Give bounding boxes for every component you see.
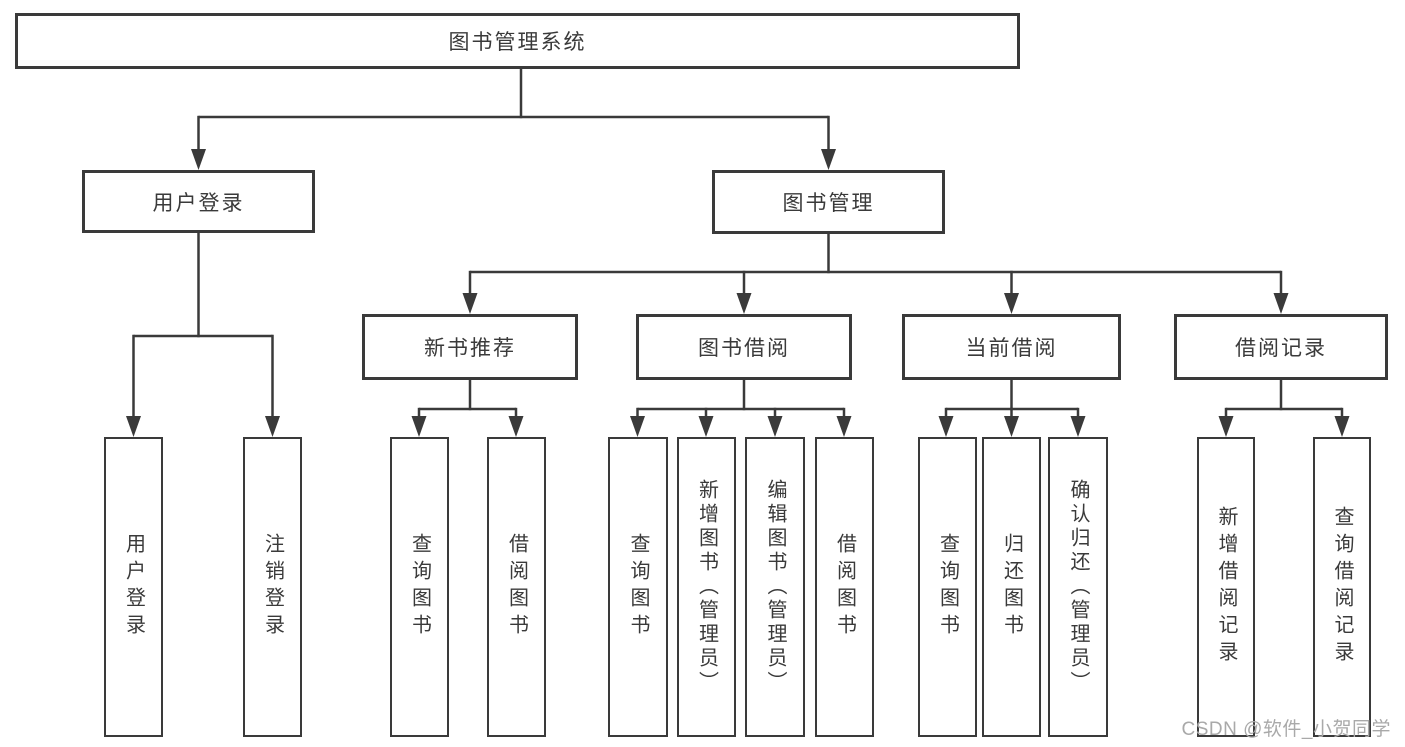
watermark: CSDN @软件_小贺同学 — [1181, 719, 1391, 740]
node-user-login: 用户登录 — [82, 170, 315, 233]
leaf-label: 新增图书（管理员） — [695, 479, 718, 695]
connector-recommend-to-children — [411, 380, 524, 437]
node-new-book-recommend: 新书推荐 — [362, 314, 578, 380]
leaf-borrowing-edit-books-admin: 编辑图书（管理员） — [745, 437, 805, 737]
leaf-label: 归还图书 — [1000, 533, 1023, 641]
leaf-label: 新增借阅记录 — [1215, 506, 1237, 668]
node-label: 图书管理系统 — [448, 31, 587, 54]
leaf-current-return-books: 归还图书 — [982, 437, 1041, 737]
connector-current-to-children — [938, 380, 1086, 437]
leaf-recommend-borrow-books: 借阅图书 — [487, 437, 546, 737]
connector-root-to-level2 — [191, 69, 836, 170]
leaf-records-add-record: 新增借阅记录 — [1197, 437, 1255, 737]
leaf-user-login: 用户登录 — [104, 437, 163, 737]
leaf-borrowing-query-books: 查询图书 — [608, 437, 668, 737]
leaf-records-query-record: 查询借阅记录 — [1313, 437, 1371, 737]
node-label: 图书管理 — [782, 192, 875, 215]
leaf-recommend-query-books: 查询图书 — [390, 437, 449, 737]
leaf-label: 确认归还（管理员） — [1067, 479, 1089, 695]
node-borrow-records: 借阅记录 — [1174, 314, 1388, 380]
leaf-label: 用户登录 — [122, 533, 145, 641]
leaf-label: 查询借阅记录 — [1331, 506, 1353, 668]
leaf-label: 编辑图书（管理员） — [764, 479, 786, 695]
leaf-label: 借阅图书 — [505, 533, 528, 641]
node-book-management: 图书管理 — [712, 170, 945, 234]
node-label: 图书借阅 — [698, 337, 790, 360]
leaf-label: 借阅图书 — [833, 533, 856, 641]
leaf-borrowing-add-books-admin: 新增图书（管理员） — [677, 437, 736, 737]
leaf-label: 查询图书 — [936, 533, 959, 641]
connector-book-management-to-level3 — [462, 234, 1289, 314]
leaf-logout: 注销登录 — [243, 437, 302, 737]
leaf-label: 查询图书 — [408, 533, 431, 641]
leaf-current-query-books: 查询图书 — [918, 437, 977, 737]
node-current-borrowing: 当前借阅 — [902, 314, 1121, 380]
leaf-borrowing-borrow-books: 借阅图书 — [815, 437, 874, 737]
node-library-management-system: 图书管理系统 — [15, 13, 1020, 69]
leaf-label: 注销登录 — [261, 533, 284, 641]
connector-borrowing-to-children — [630, 380, 852, 437]
node-label: 用户登录 — [152, 191, 245, 215]
node-label: 借阅记录 — [1235, 337, 1327, 360]
leaf-current-confirm-return-admin: 确认归还（管理员） — [1048, 437, 1108, 737]
node-label: 当前借阅 — [965, 337, 1058, 360]
node-book-borrowing: 图书借阅 — [636, 314, 852, 380]
connector-user-login-to-children — [126, 233, 280, 437]
connector-records-to-children — [1218, 380, 1350, 437]
leaf-label: 查询图书 — [627, 533, 649, 641]
node-label: 新书推荐 — [424, 337, 516, 360]
